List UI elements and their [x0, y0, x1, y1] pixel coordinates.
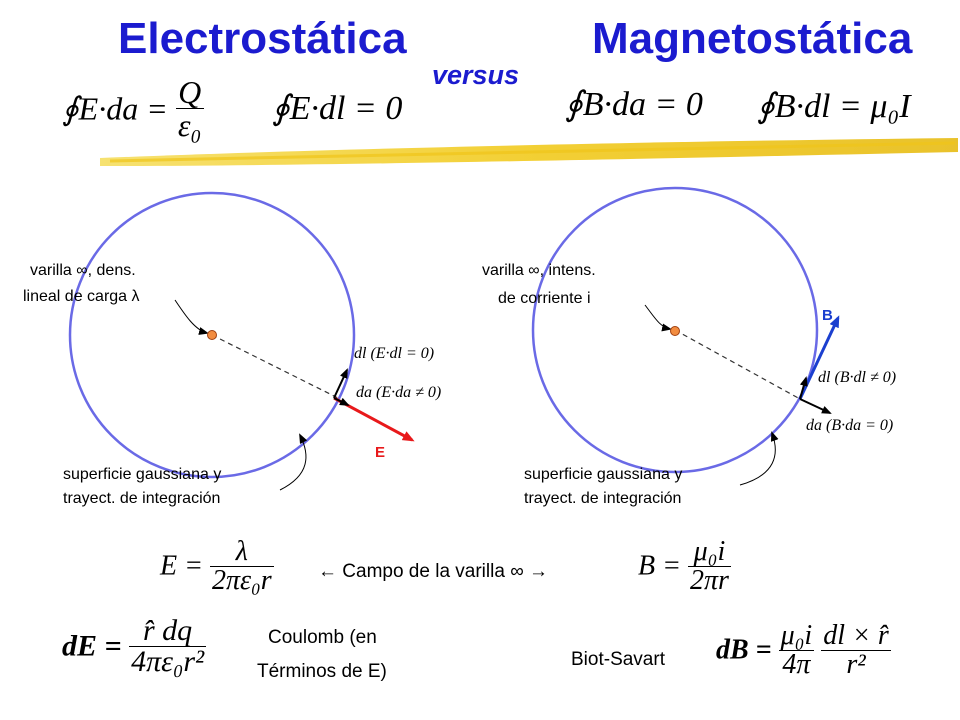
highlighter-stroke — [100, 138, 958, 166]
title-electrostatics: Electrostática — [118, 14, 407, 63]
coulomb-lhs: dE = — [62, 629, 122, 663]
gauss-law-magnetic: ∮B·da = 0 — [565, 86, 703, 123]
gaussian-circle-right — [531, 186, 819, 474]
coulomb-caption-line2: Términos de E) — [257, 661, 387, 682]
title-magnetostatics: Magnetostática — [592, 14, 913, 63]
b-field-vector — [798, 315, 840, 400]
rod-label-left-line2: lineal de carga λ — [23, 288, 140, 305]
biot-savart-formula: dB = μ₀i 4π dl × r̂ r² — [716, 622, 891, 679]
circulation-law-electric: ∮E·dl = 0 — [272, 90, 403, 127]
charged-rod-dot — [207, 330, 217, 340]
da-label-left: da (E·da ≠ 0) — [356, 384, 442, 401]
coulomb-fraction: r̂ dq 4πε₀r² — [129, 616, 207, 678]
gauss-e-lhs: ∮E·da = — [62, 90, 168, 127]
dl-vector-right — [799, 376, 808, 400]
biot-fraction-2: dl × r̂ r² — [821, 622, 891, 679]
coulomb-numerator: r̂ dq — [129, 616, 207, 647]
gauss-law-electric: ∮E·da = Q ε₀ — [62, 76, 204, 141]
e-rod-fraction: λ 2πε₀r — [210, 538, 274, 595]
rod-label-left-line1: varilla ∞, dens. — [30, 262, 136, 279]
e-field-rod-formula: E = λ 2πε₀r — [160, 538, 274, 595]
e-rod-numerator: λ — [210, 538, 274, 567]
current-rod-dot — [670, 326, 680, 336]
surface-label-left-line1: superficie gaussiana y — [63, 466, 222, 483]
biot-denominator-1: 4π — [782, 649, 811, 680]
da-vector-right — [799, 398, 832, 414]
gauss-e-denominator: ε₀ — [177, 107, 202, 143]
gaussian-circle-left — [68, 191, 356, 479]
b-rod-fraction: μ₀i 2πr — [688, 538, 731, 595]
surface-label-right-line1: superficie gaussiana y — [524, 466, 683, 483]
gauss-e-numerator: Q — [175, 76, 204, 109]
ampere-law: ∮B·dl = μ₀I — [757, 88, 911, 125]
da-label-right: da (B·da = 0) — [806, 417, 894, 434]
e-rod-denominator: 2πε₀r — [212, 565, 272, 596]
dl-vector-left — [333, 368, 348, 399]
biot-denominator-2: r² — [846, 649, 866, 680]
surface-label-right-line2: trayect. de integración — [524, 490, 682, 507]
pointer-arrow-surface-left — [279, 433, 308, 491]
pointer-arrow-rod-left — [174, 299, 209, 335]
b-rod-lhs: B = — [638, 550, 681, 582]
surface-label-left-line2: trayect. de integración — [63, 490, 221, 507]
b-field-label: B — [822, 307, 833, 324]
biot-fraction-1: μ₀i 4π — [778, 620, 815, 680]
b-rod-numerator: μ₀i — [688, 538, 731, 567]
coulomb-caption-line1: Coulomb (en — [268, 627, 377, 648]
pointer-arrow-rod-right — [644, 304, 672, 332]
biot-lhs: dB = — [716, 634, 772, 666]
rod-label-right-line1: varilla ∞, intens. — [482, 262, 596, 279]
e-rod-lhs: E = — [160, 550, 203, 582]
biot-savart-caption: Biot-Savart — [571, 649, 665, 670]
versus-label: versus — [432, 60, 520, 90]
biot-numerator-1: μ₀i — [778, 620, 815, 651]
radius-line-right — [674, 329, 801, 400]
rod-field-caption: ← Campo de la varilla ∞ → — [318, 561, 549, 582]
b-field-rod-formula: B = μ₀i 2πr — [638, 538, 731, 595]
coulomb-denominator: 4πε₀r² — [131, 645, 205, 678]
b-rod-denominator: 2πr — [690, 565, 729, 596]
coulomb-formula: dE = r̂ dq 4πε₀r² — [62, 616, 207, 678]
biot-numerator-2: dl × r̂ — [821, 620, 891, 651]
pointer-arrow-surface-right — [739, 431, 779, 486]
da-vector-left — [333, 397, 350, 406]
gauss-e-fraction: Q ε₀ — [175, 76, 204, 143]
rod-label-right-line2: de corriente i — [498, 290, 591, 307]
e-field-label: E — [375, 444, 385, 461]
dl-label-left: dl (E·dl = 0) — [354, 345, 435, 362]
dl-label-right: dl (B·dl ≠ 0) — [818, 369, 897, 386]
radius-line-left — [211, 334, 339, 399]
